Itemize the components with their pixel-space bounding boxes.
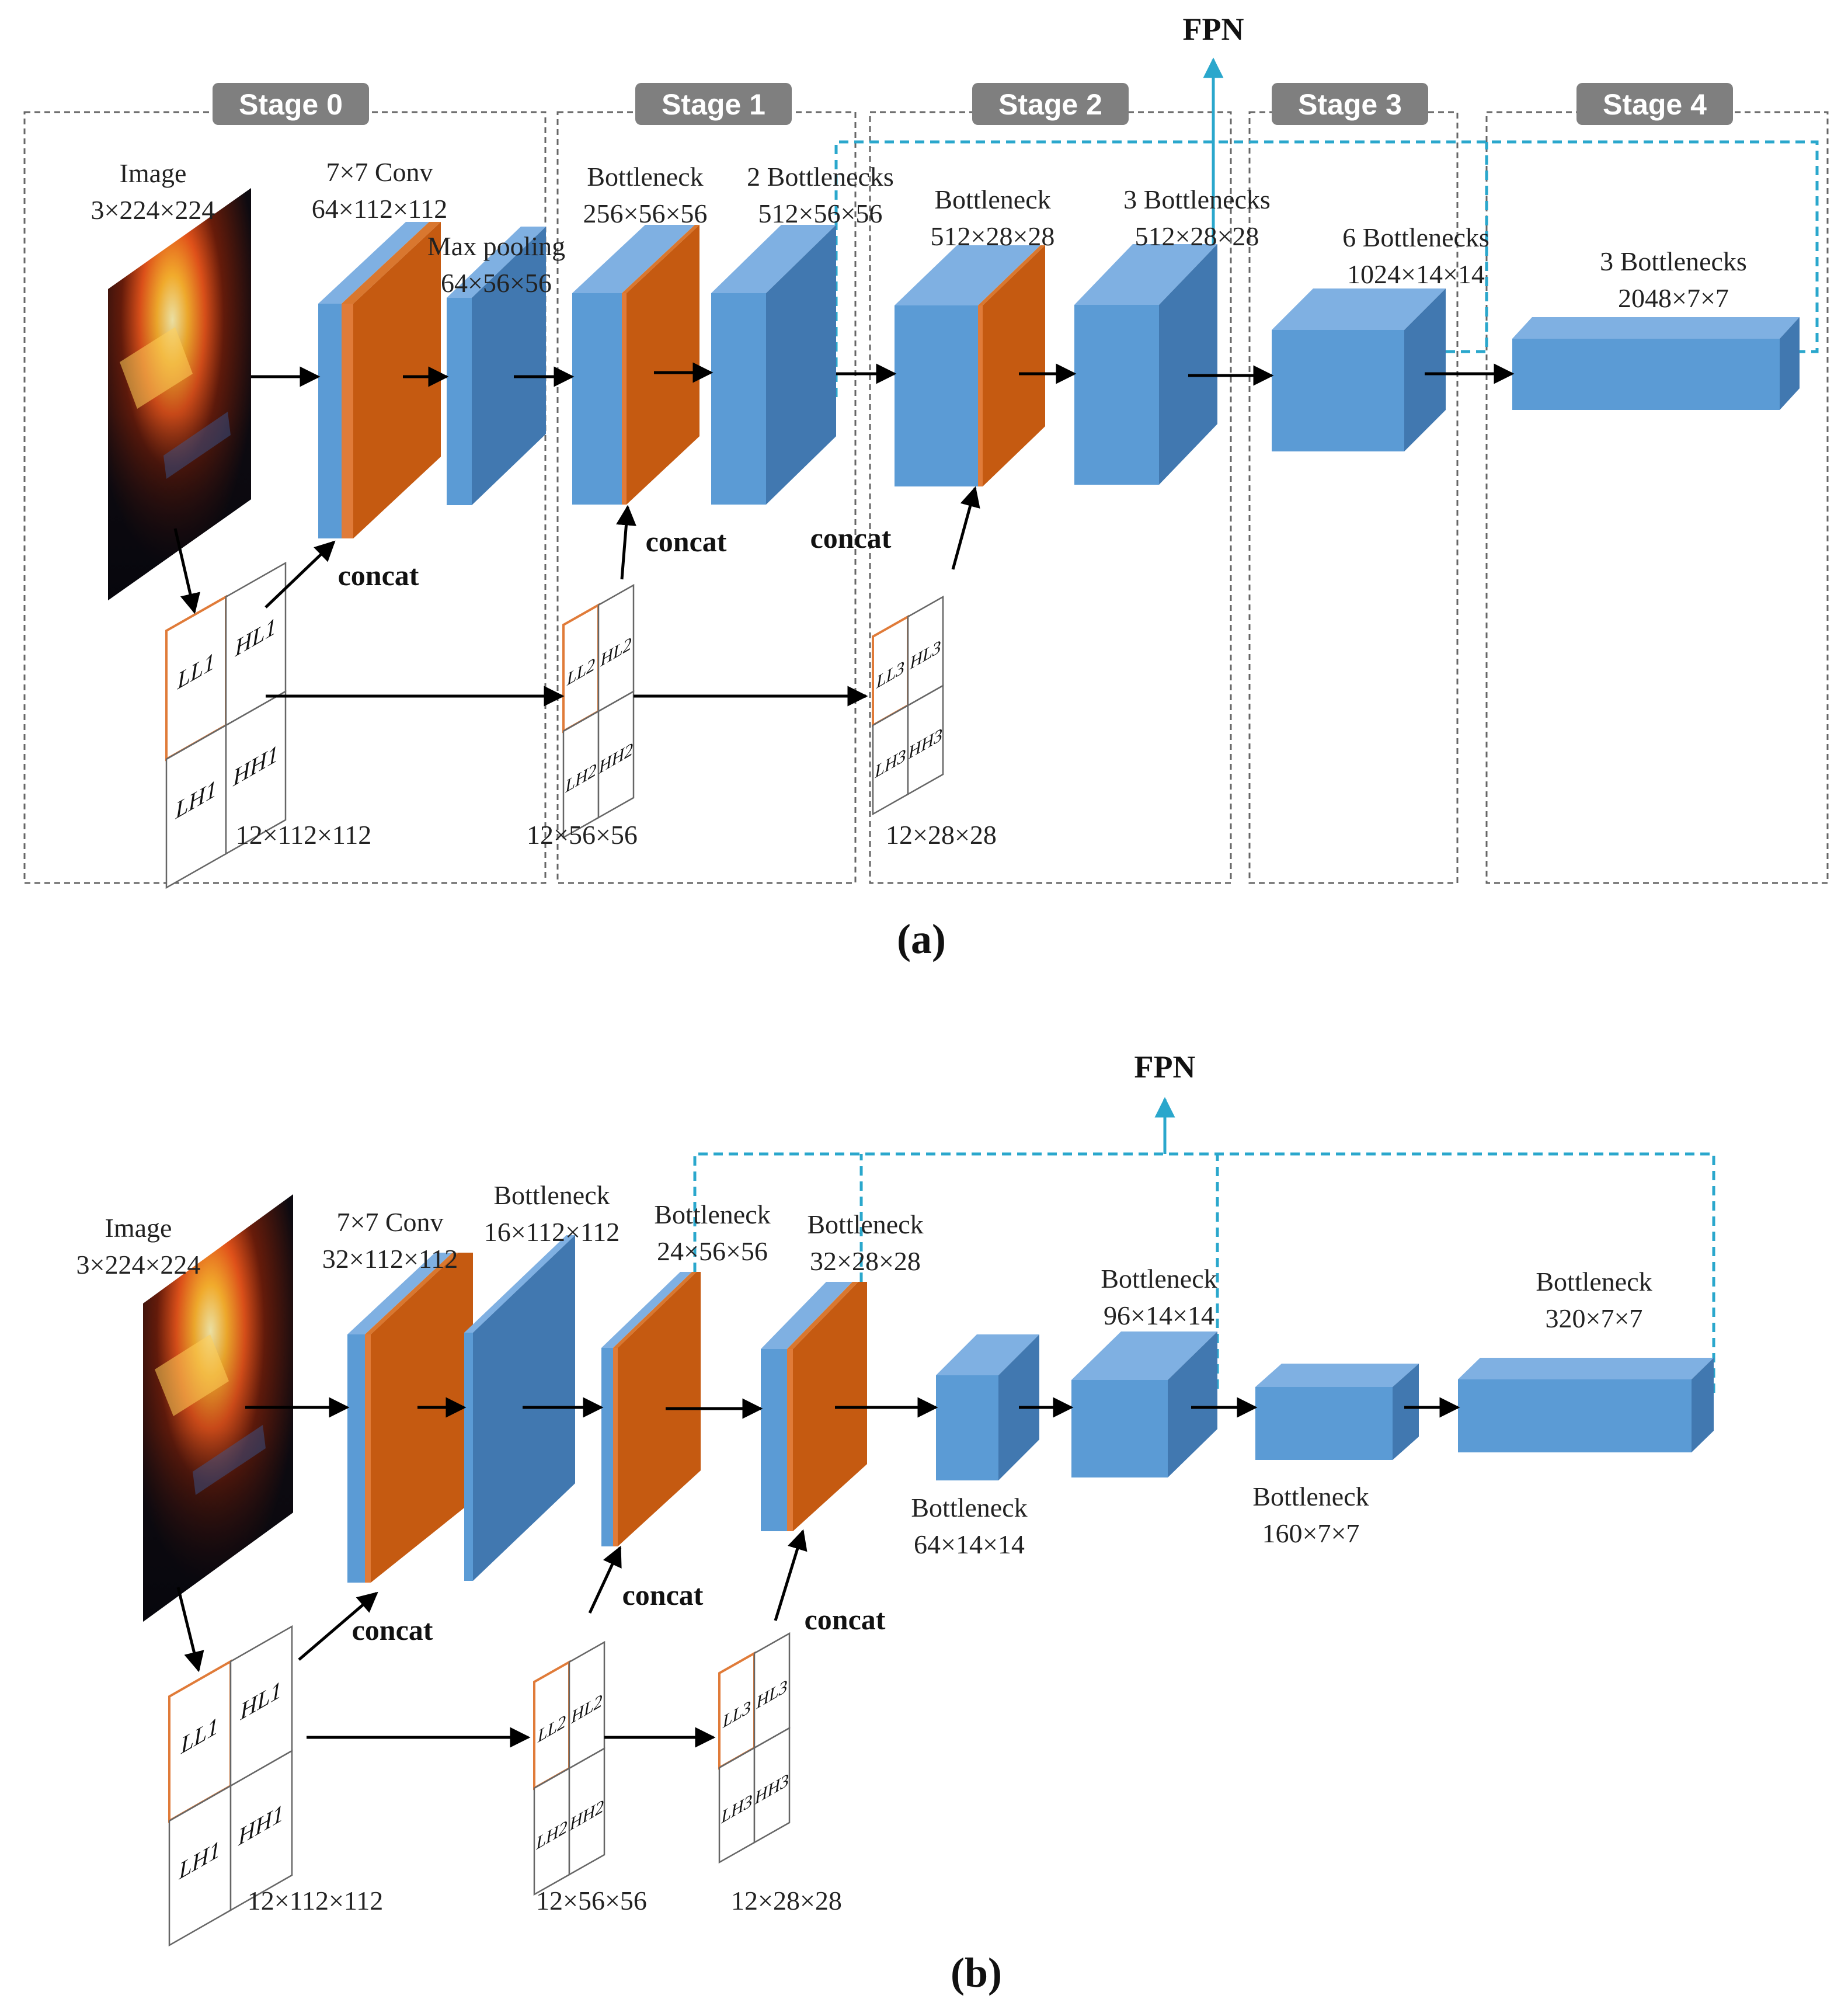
caption-b: (b) [951, 1949, 1002, 1996]
panel-a: Stage 0 Stage 1 Stage 2 Stage 3 Stage 4 … [23, 12, 1829, 962]
wavelet-2-a: LL2 HL2 LH2 HH2 [562, 583, 635, 839]
bottleneck-5-dims-a: 1024×14×14 [1347, 259, 1485, 289]
bottleneck-2-block-a [711, 225, 836, 505]
wavelet-1-a: LL1 HL1 LH1 HH1 [165, 561, 287, 889]
concat-2-label-b: concat [622, 1579, 704, 1611]
bottleneck-5-block-b [1071, 1331, 1217, 1477]
bottleneck-6-dims-a: 2048×7×7 [1618, 283, 1729, 313]
bottleneck-1-name-a: Bottleneck [587, 162, 703, 192]
bottleneck-3-block-b [761, 1282, 867, 1531]
wavelet-1-dims-b: 12×112×112 [248, 1886, 383, 1915]
bottleneck-3-dims-b: 32×28×28 [810, 1246, 921, 1276]
stage-0-label: Stage 0 [239, 88, 343, 121]
conv-dims-a: 64×112×112 [312, 194, 447, 224]
conv-block-a [318, 222, 441, 538]
bottleneck-2-name-b: Bottleneck [654, 1200, 770, 1229]
stage-3-label: Stage 3 [1298, 88, 1402, 121]
bottleneck-4-name-b: Bottleneck [911, 1493, 1027, 1522]
main-path-arrows-a [251, 362, 1515, 387]
bottleneck-7-name-b: Bottleneck [1536, 1267, 1652, 1296]
wavelet-2-b: LL2 HL2 LH2 HH2 [533, 1640, 605, 1896]
stage-4-badge: Stage 4 [1576, 83, 1733, 125]
bottleneck-3-name-a: Bottleneck [934, 185, 1050, 214]
bottleneck-4-dims-a: 512×28×28 [1135, 221, 1259, 251]
wavelet-2-dims-a: 12×56×56 [527, 820, 638, 850]
stage-4-box [1485, 111, 1829, 884]
bottleneck-5-dims-b: 96×14×14 [1104, 1301, 1214, 1330]
maxpool-dims-a: 64×56×56 [441, 268, 552, 298]
concat-2-label-a: concat [646, 525, 727, 558]
caption-a: (a) [897, 916, 946, 962]
input-image-a [108, 188, 251, 600]
bottleneck-2-dims-a: 512×56×56 [758, 199, 883, 228]
bottleneck-1-dims-a: 256×56×56 [583, 199, 708, 228]
conv-name-b: 7×7 Conv [336, 1207, 443, 1237]
wavelet-1-dims-a: 12×112×112 [236, 820, 371, 850]
maxpool-name-a: Max pooling [427, 231, 565, 261]
main-path-arrows-b [245, 1397, 1460, 1419]
bottleneck-5-block-a [1272, 288, 1446, 451]
wavelet-3-b: LL3 HL3 LH3 HH3 [718, 1632, 791, 1864]
wavelet-3-dims-b: 12×28×28 [731, 1886, 842, 1915]
bottleneck-3-dims-a: 512×28×28 [931, 221, 1055, 251]
stage-1-label: Stage 1 [662, 88, 765, 121]
image-dims-a: 3×224×224 [91, 195, 215, 225]
concat-1-label-b: concat [352, 1614, 433, 1646]
bottleneck-4-block-a [1074, 244, 1217, 485]
stage-4-label: Stage 4 [1603, 88, 1707, 121]
bottleneck-3-name-b: Bottleneck [807, 1209, 923, 1239]
concat-3-label-b: concat [805, 1603, 886, 1636]
bottleneck-6-block-a [1512, 317, 1800, 410]
bottleneck-2-name-a: 2 Bottlenecks [747, 162, 894, 192]
wavelet-arrows-b [176, 1529, 808, 1748]
image-dims-b: 3×224×224 [76, 1250, 201, 1280]
bottleneck-4-dims-b: 64×14×14 [914, 1529, 1025, 1559]
bottleneck-6-name-b: Bottleneck [1252, 1482, 1369, 1511]
stage-0-badge: Stage 0 [213, 83, 369, 125]
bottleneck-7-block-b [1458, 1358, 1714, 1452]
stage-2-label: Stage 2 [998, 88, 1102, 121]
bottleneck-6-block-b [1255, 1364, 1419, 1460]
conv-block-b [347, 1253, 473, 1583]
conv-name-a: 7×7 Conv [326, 157, 433, 187]
bottleneck-1-dims-b: 16×112×112 [484, 1217, 620, 1247]
bottleneck-1-name-b: Bottleneck [493, 1180, 610, 1210]
wavelet-arrows-a [173, 486, 980, 707]
bottleneck-5-name-b: Bottleneck [1101, 1264, 1217, 1294]
concat-3-label-a: concat [810, 522, 892, 554]
image-name-b: Image [105, 1213, 172, 1243]
stage-2-badge: Stage 2 [972, 83, 1129, 125]
image-name-a: Image [120, 158, 187, 188]
conv-dims-b: 32×112×112 [322, 1244, 458, 1274]
stage-3-badge: Stage 3 [1272, 83, 1428, 125]
bottleneck-5-name-a: 6 Bottlenecks [1342, 222, 1489, 252]
bottleneck-3-block-a [895, 245, 1045, 486]
input-image-b [143, 1194, 293, 1622]
wavelet-2-dims-b: 12×56×56 [536, 1886, 647, 1915]
wavelet-3-a: LL3 HL3 LH3 HH3 [872, 595, 944, 816]
fpn-label-a: FPN [1183, 12, 1244, 47]
bottleneck-6-name-a: 3 Bottlenecks [1600, 246, 1747, 276]
maxpool-block-a [447, 227, 546, 505]
bottleneck-1-block-a [572, 225, 699, 505]
panel-b: FPN Image 3×224×224 7×7 Conv 32×112×112 … [76, 1049, 1715, 1996]
wavelet-1-b: LL1 HL1 LH1 HH1 [168, 1625, 293, 1947]
bottleneck-2-dims-b: 24×56×56 [657, 1236, 768, 1266]
bottleneck-4-name-a: 3 Bottlenecks [1123, 185, 1271, 214]
wavelet-3-dims-a: 12×28×28 [886, 820, 997, 850]
bottleneck-6-dims-b: 160×7×7 [1262, 1518, 1360, 1548]
concat-1-label-a: concat [338, 559, 419, 592]
bottleneck-2-block-b [601, 1272, 701, 1546]
bottleneck-7-dims-b: 320×7×7 [1546, 1303, 1643, 1333]
fpn-label-b: FPN [1134, 1049, 1196, 1084]
stage-1-badge: Stage 1 [635, 83, 792, 125]
